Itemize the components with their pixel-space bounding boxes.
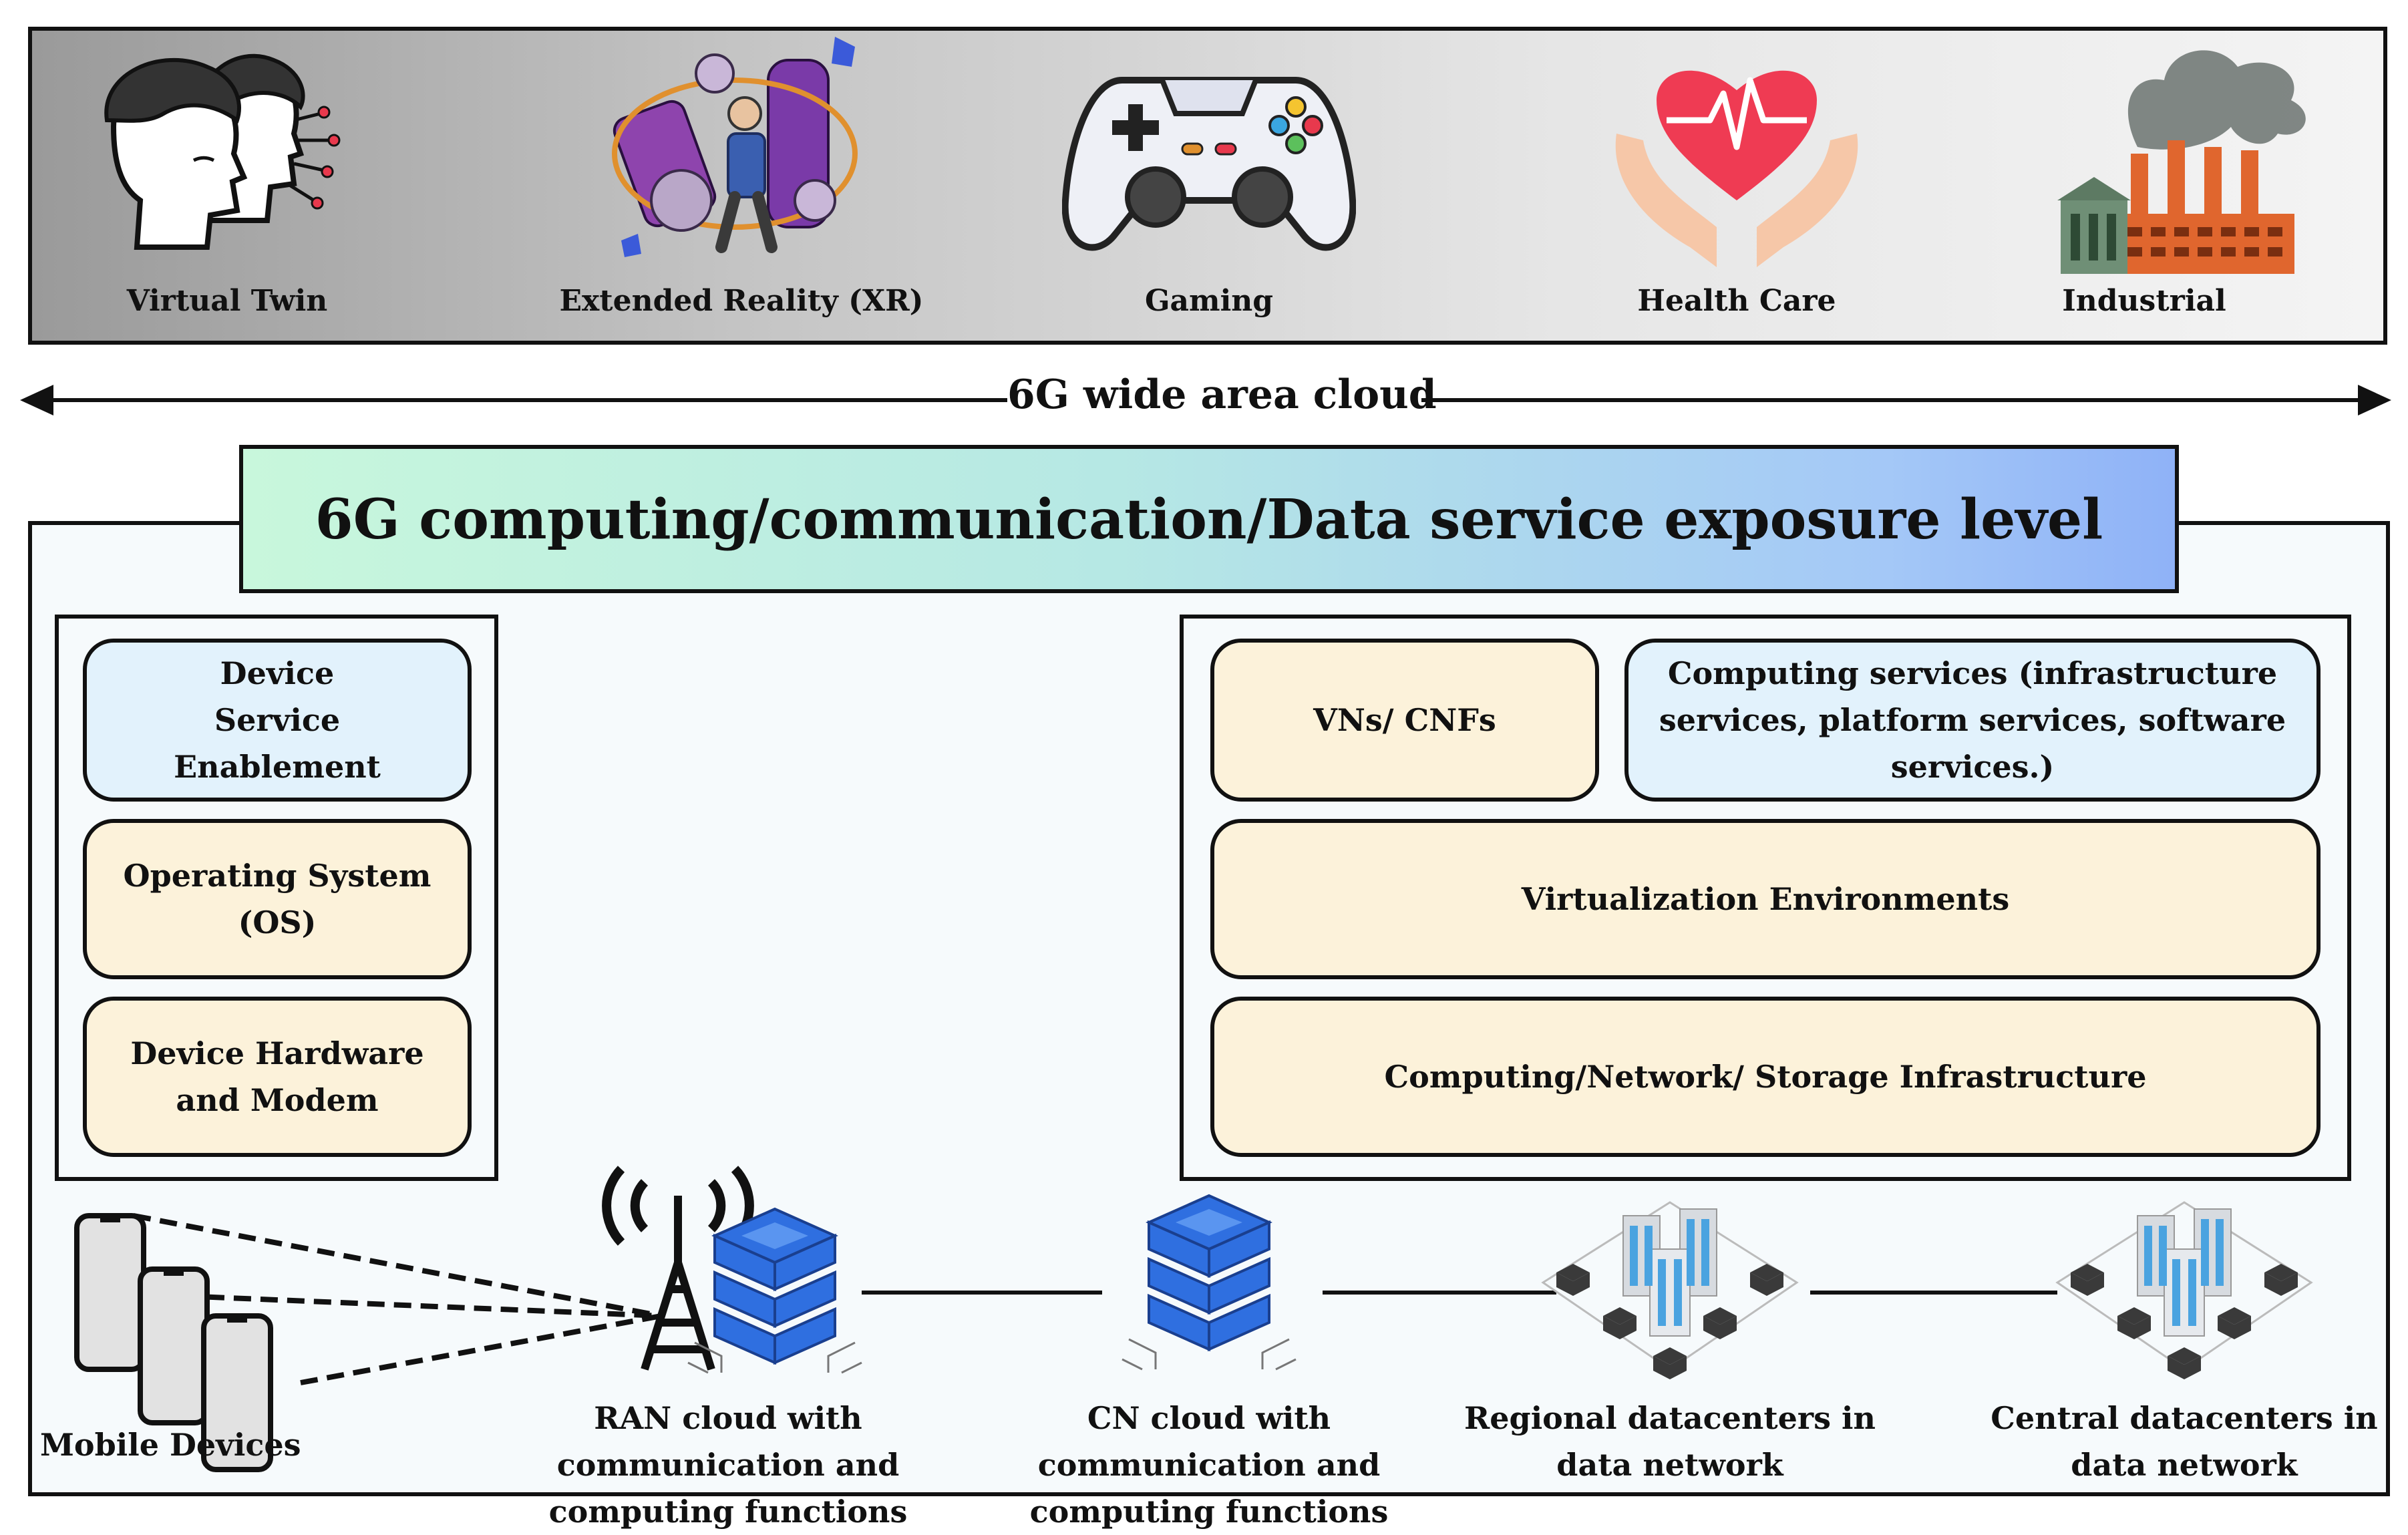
central-datacenter-icon — [2055, 1201, 2313, 1379]
cn-cloud-label: CN cloud with communication and computin… — [1029, 1400, 1389, 1530]
app-label-industrial: Industrial — [2062, 284, 2226, 318]
mobile-phones-icon — [74, 1213, 273, 1472]
device-service-enablement-label: Device Service Enablement — [174, 655, 381, 785]
app-label-health-care: Health Care — [1637, 284, 1836, 318]
regional-datacenter-icon — [1541, 1201, 1799, 1379]
computing-services-block: Computing services (infrastructure servi… — [1624, 639, 2320, 802]
cloud-label: 6G wide area cloud — [1007, 371, 1437, 418]
exposure-level-bar — [239, 445, 2179, 593]
device-hardware-label: Device Hardware and Modem — [130, 1035, 424, 1118]
operating-system-label: Operating System (OS) — [123, 858, 432, 941]
cn-server-icon — [1122, 1194, 1297, 1371]
arrow-right-icon — [2358, 385, 2391, 415]
virtualization-label: Virtualization Environments — [1521, 881, 2010, 917]
vnfs-cnfs-block: VNs/ CNFs — [1210, 639, 1599, 802]
virtualization-block: Virtualization Environments — [1210, 819, 2320, 979]
regional-datacenter-label: Regional datacenters in data network — [1464, 1400, 1876, 1483]
computing-services-label: Computing services (infrastructure servi… — [1659, 655, 2286, 785]
network-links — [133, 1213, 2057, 1385]
antenna-tower-icon — [602, 1166, 754, 1371]
infrastructure-label: Computing/Network/ Storage Infrastructur… — [1384, 1059, 2147, 1095]
app-label-xr: Extended Reality (XR) — [559, 284, 924, 318]
app-label-virtual-twin: Virtual Twin — [126, 284, 328, 318]
device-hardware-block: Device Hardware and Modem — [83, 997, 472, 1157]
infrastructure-block: Computing/Network/ Storage Infrastructur… — [1210, 997, 2320, 1157]
vnfs-cnfs-label: VNs/ CNFs — [1313, 702, 1496, 738]
ran-cloud-label: RAN cloud with communication and computi… — [548, 1400, 908, 1530]
exposure-level-label: 6G computing/communication/Data service … — [315, 488, 2103, 552]
device-service-enablement-block: Device Service Enablement — [83, 639, 472, 802]
app-label-gaming: Gaming — [1144, 284, 1274, 318]
factory-icon — [2057, 50, 2306, 274]
ran-server-icon — [687, 1207, 862, 1374]
gamepad-icon — [1062, 77, 1356, 251]
mobile-devices-label: Mobile Devices — [40, 1427, 301, 1463]
virtual-twin-icon — [104, 53, 341, 250]
cloud-label-background — [1007, 371, 1421, 425]
xr-avatar-icon — [612, 37, 858, 257]
operating-system-block: Operating System (OS) — [83, 819, 472, 979]
arrow-left-icon — [20, 385, 53, 415]
central-datacenter-label: Central datacenters in data network — [1991, 1400, 2378, 1483]
heart-hands-icon — [1615, 70, 1858, 267]
